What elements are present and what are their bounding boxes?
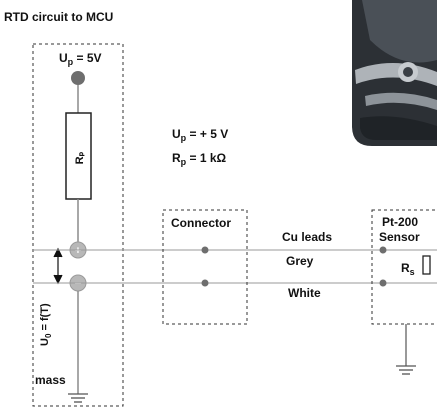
supply-node — [71, 71, 85, 85]
u0-voltage-arrow — [53, 247, 63, 285]
spec-supply-voltage: Up = + 5 V — [172, 127, 228, 143]
connector-pin-2 — [201, 279, 209, 287]
supply-voltage-label: Up = 5V — [59, 51, 102, 67]
grey-wire-label: Grey — [286, 254, 314, 268]
sensor-label-line2: Sensor — [379, 230, 420, 244]
sensor-label-line1: Pt-200 — [382, 215, 418, 229]
sensor-pin-2 — [379, 279, 387, 287]
rp-resistor-label: Rₚ — [74, 151, 86, 164]
connector-box — [162, 209, 248, 325]
sensor-pin-1 — [379, 246, 387, 254]
spec-rp-value: Rp = 1 kΩ — [172, 151, 227, 167]
rp-resistor — [65, 112, 92, 200]
rs-resistor-label: Rs — [401, 261, 415, 277]
diagram-title: RTD circuit to MCU — [4, 10, 113, 24]
ground-icon — [68, 393, 88, 403]
sensor-ground-icon — [396, 365, 416, 375]
sensor-photo — [352, 0, 437, 146]
mass-label: mass — [35, 373, 66, 387]
rs-resistor — [422, 255, 431, 275]
mcu-dashed-box — [32, 43, 124, 407]
connector-pin-1 — [201, 246, 209, 254]
plus-icon: + — [75, 245, 81, 257]
cu-leads-label: Cu leads — [282, 230, 332, 244]
connector-label: Connector — [171, 216, 231, 230]
sensor-box — [371, 209, 437, 325]
u0-voltage-label: U0 = f(T) — [39, 303, 53, 346]
white-wire-label: White — [288, 286, 321, 300]
